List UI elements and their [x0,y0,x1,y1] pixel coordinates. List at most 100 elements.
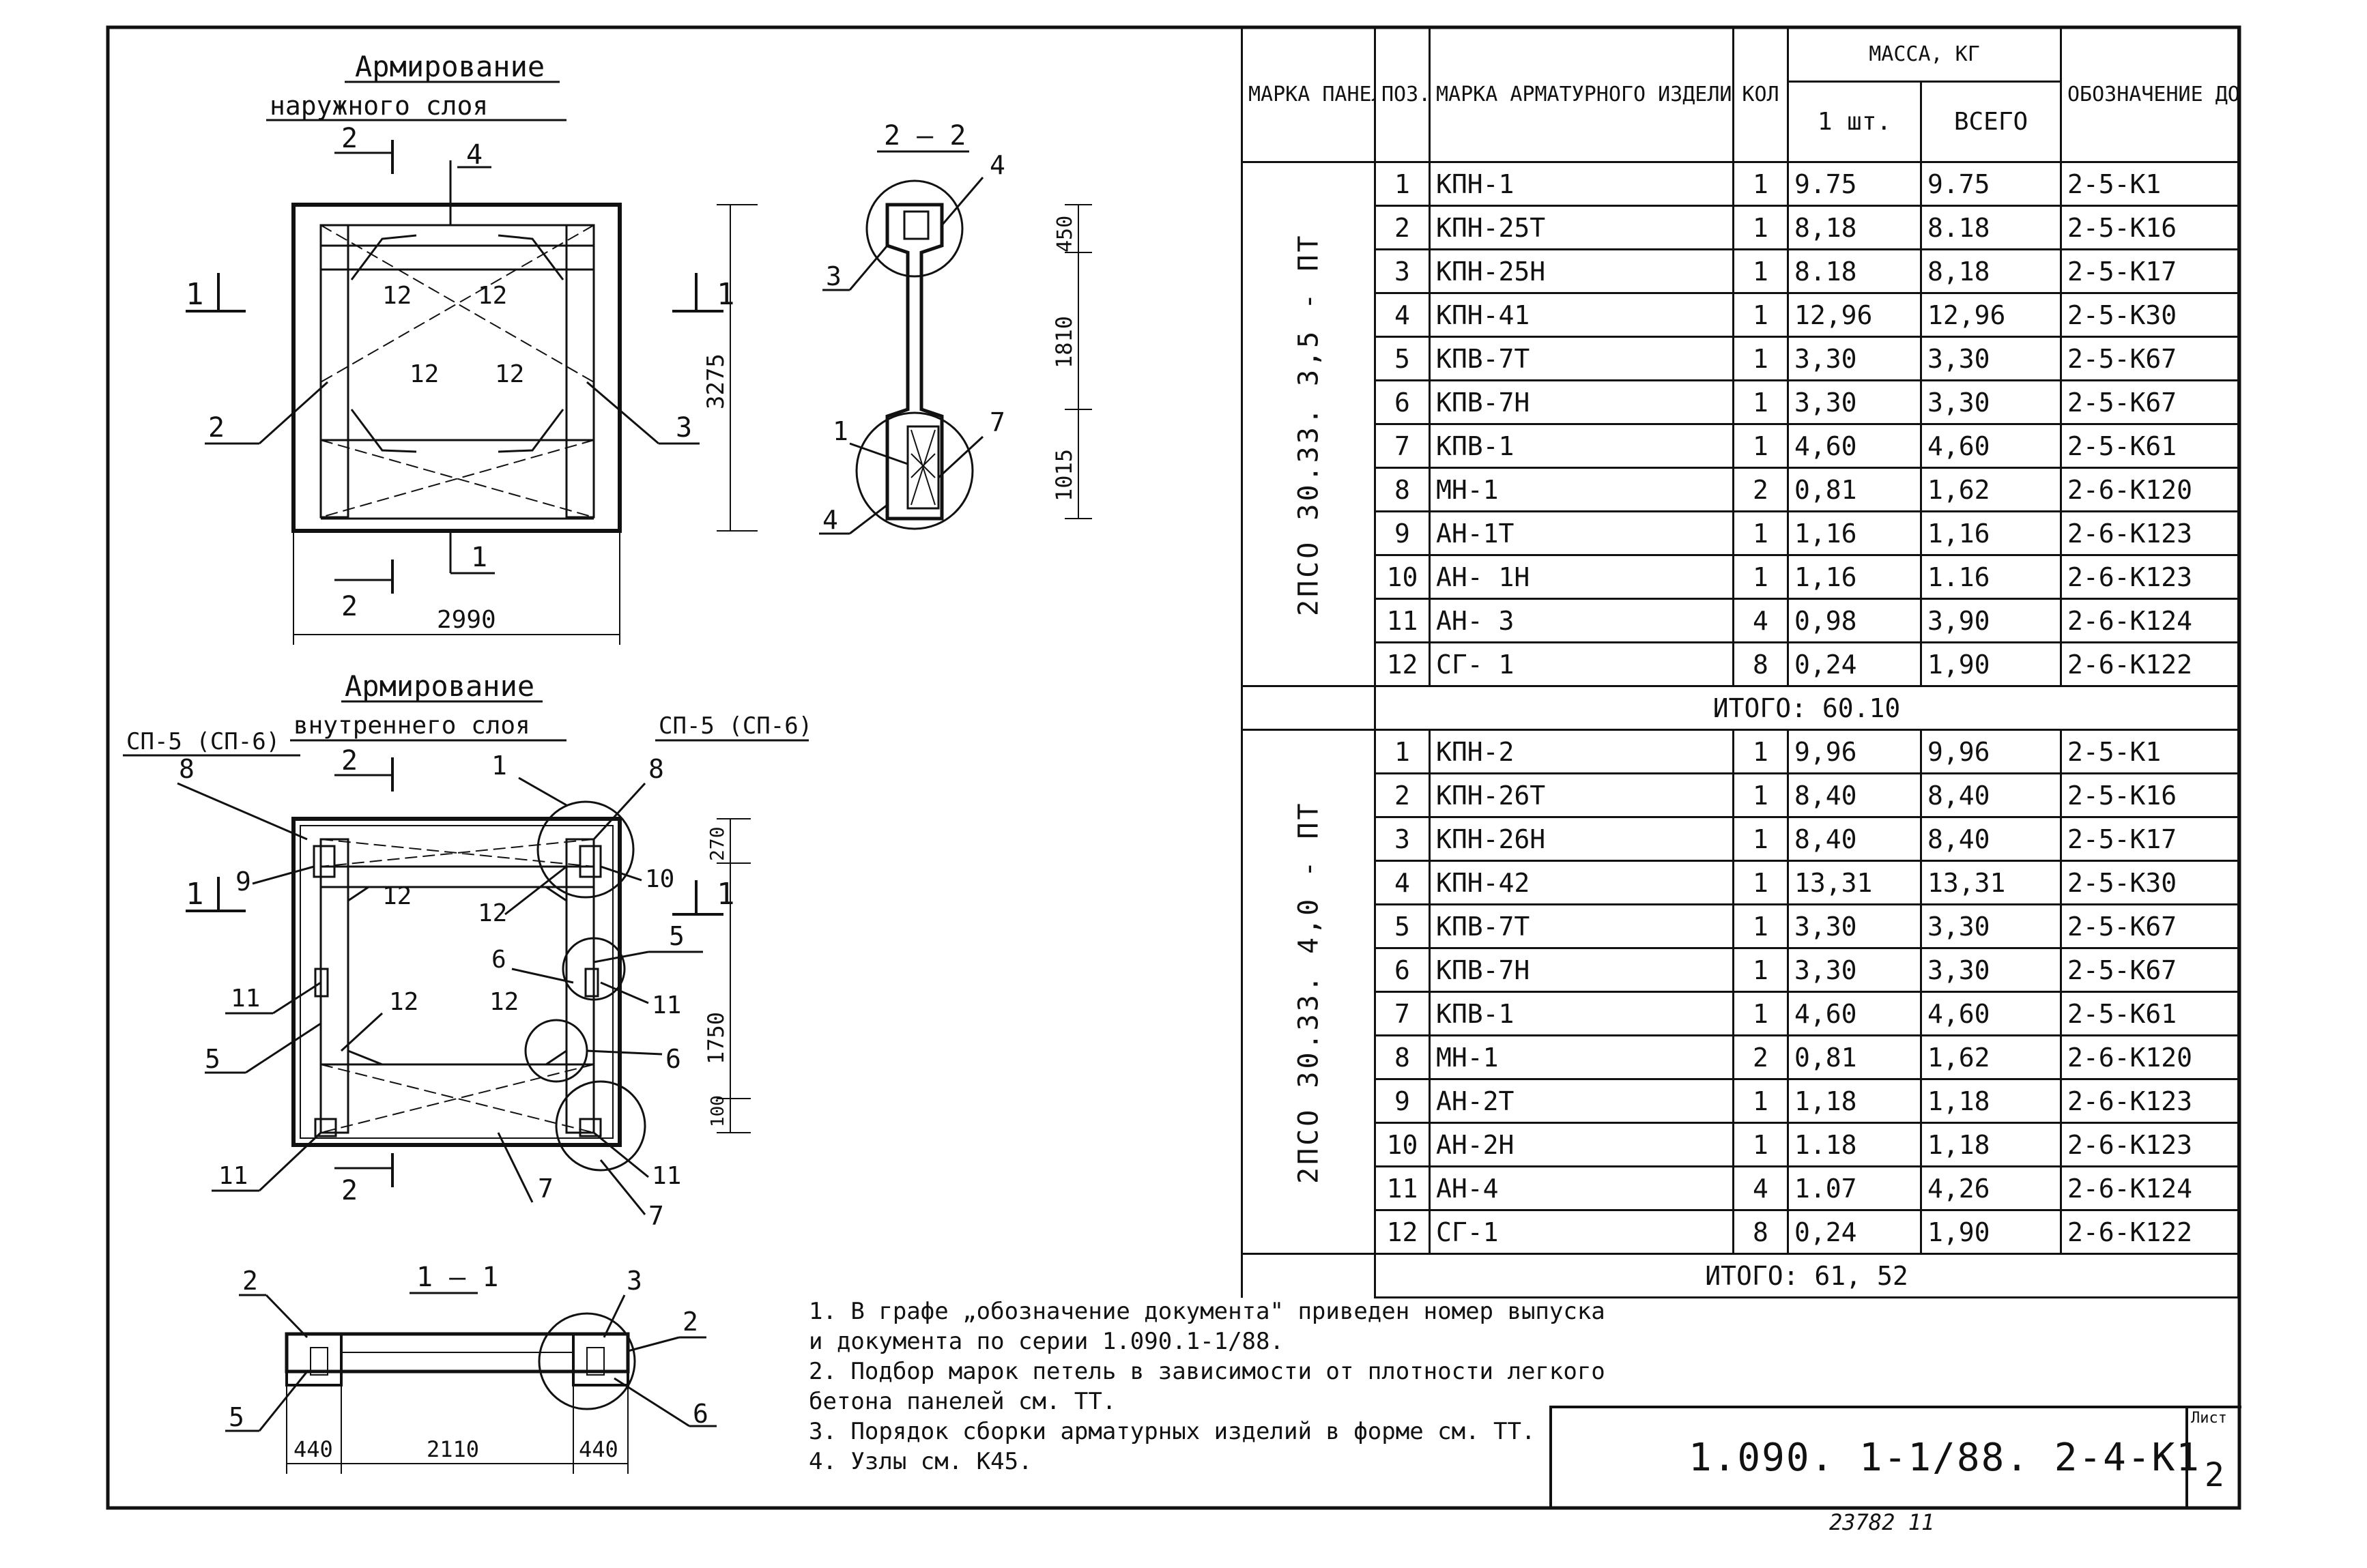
mark-cell: АН-2Т [1429,1078,1734,1124]
dim-450: 450 [1053,216,1077,252]
mass-all-cell: 12,96 [1920,292,2062,338]
svg-text:12: 12 [495,360,524,388]
mark-cell: КПВ-7Т [1429,336,1734,381]
doc-cell: 2-5-К67 [2060,947,2239,993]
doc-cell: 2-5-К61 [2060,991,2239,1036]
svg-text:3: 3 [676,412,692,444]
mass-one-cell: 3,30 [1787,947,1922,993]
qty-cell: 1 [1732,423,1789,469]
mass-all-cell: 8,18 [1920,248,2062,294]
mark-cell: АН- 1Н [1429,554,1734,600]
qty-cell: 1 [1732,510,1789,556]
doc-cell: 2-5-К17 [2060,248,2239,294]
doc-cell: 2-6-К124 [2060,598,2239,643]
doc-cell: 2-6-К123 [2060,1078,2239,1124]
note-line: бетона панелей см. ТТ. [809,1388,1117,1415]
header-mass-one: 1 шт. [1787,81,1922,163]
pos-cell: 7 [1374,423,1431,469]
svg-text:8: 8 [179,754,195,784]
mass-all-cell: 1,90 [1920,1209,2062,1255]
doc-cell: 2-6-К123 [2060,1122,2239,1167]
svg-text:3: 3 [627,1266,642,1296]
specification-table-wrap: МАРКА ПАНЕЛИ ПОЗ. МАРКА АРМАТУРНОГО ИЗДЕ… [1241,26,2239,1298]
qty-cell: 1 [1732,161,1789,207]
mark-cell: АН-4 [1429,1165,1734,1211]
mark-cell: КПВ-1 [1429,991,1734,1036]
qty-cell: 1 [1732,991,1789,1036]
pos-cell: 1 [1374,161,1431,207]
qty-cell: 4 [1732,598,1789,643]
mark-cell: КПН-26Т [1429,772,1734,818]
header-doc: ОБОЗНАЧЕНИЕ ДОКУМЕНТА [2060,26,2239,163]
header-panel: МАРКА ПАНЕЛИ [1241,26,1376,163]
mass-one-cell: 1.18 [1787,1122,1922,1167]
pos-cell: 3 [1374,248,1431,294]
mass-all-cell: 4,60 [1920,991,2062,1036]
sheet-frame [106,25,2241,1510]
mark-cell: КПВ-7Н [1429,379,1734,425]
mark-cell: КПН-26Н [1429,816,1734,862]
pos-cell: 6 [1374,379,1431,425]
dim-1750: 1750 [703,1012,729,1064]
mass-all-cell: 3,30 [1920,379,2062,425]
doc-cell: 2-5-К30 [2060,292,2239,338]
total-row: ИТОГО: 60.10 [1241,685,2239,731]
mass-all-cell: 8,40 [1920,816,2062,862]
svg-text:12: 12 [389,988,418,1016]
mass-all-cell: 4,26 [1920,1165,2062,1211]
doc-cell: 2-6-К123 [2060,554,2239,600]
pos-cell: 1 [1374,729,1431,774]
svg-text:12: 12 [410,360,439,388]
mark-cell: КПН-25Н [1429,248,1734,294]
svg-text:9: 9 [235,867,251,897]
total-row: ИТОГО: 61, 52 [1241,1253,2239,1298]
doc-cell: 2-5-К1 [2060,161,2239,207]
svg-text:2: 2 [242,1266,258,1296]
mass-one-cell: 1,16 [1787,554,1922,600]
qty-cell: 2 [1732,1034,1789,1080]
qty-cell: 1 [1732,947,1789,993]
svg-text:1: 1 [186,277,204,312]
svg-text:7: 7 [538,1174,554,1204]
mass-all-cell: 4,60 [1920,423,2062,469]
qty-cell: 1 [1732,1122,1789,1167]
svg-text:1: 1 [491,751,507,781]
doc-cell: 2-5-К1 [2060,729,2239,774]
doc-cell: 2-5-К17 [2060,816,2239,862]
mass-one-cell: 13,31 [1787,860,1922,905]
mass-all-cell: 1,18 [1920,1122,2062,1167]
note-line: и документа по серии 1.090.1-1/88. [809,1328,1284,1355]
pos-cell: 12 [1374,1209,1431,1255]
mass-one-cell: 8,40 [1787,816,1922,862]
mass-all-cell: 1,16 [1920,510,2062,556]
mass-one-cell: 0,98 [1787,598,1922,643]
panel-mark: 2ПСО 30.33. 4,0 - ПТ [1242,729,1375,1254]
mass-all-cell: 3,30 [1920,903,2062,949]
svg-text:7: 7 [648,1201,664,1231]
mass-one-cell: 3,30 [1787,336,1922,381]
pos-cell: 11 [1374,598,1431,643]
dim-440-left: 440 [293,1436,333,1462]
qty-cell: 1 [1732,860,1789,905]
doc-cell: 2-6-К122 [2060,641,2239,687]
dim-270: 270 [706,826,728,861]
svg-text:2: 2 [341,745,358,776]
svg-text:1: 1 [833,416,848,446]
qty-cell: 8 [1732,641,1789,687]
pos-cell: 6 [1374,947,1431,993]
pos-cell: 5 [1374,903,1431,949]
pos-cell: 5 [1374,336,1431,381]
doc-cell: 2-5-К67 [2060,379,2239,425]
sheet-cell: Лист 2 [2185,1408,2241,1507]
qty-cell: 1 [1732,336,1789,381]
qty-cell: 1 [1732,903,1789,949]
mark-cell: СГ-1 [1429,1209,1734,1255]
doc-cell: 2-5-К16 [2060,772,2239,818]
qty-cell: 1 [1732,205,1789,250]
dim-3275: 3275 [702,353,730,409]
note-line: 1. В графе „обозначение документа" приве… [809,1298,1605,1325]
